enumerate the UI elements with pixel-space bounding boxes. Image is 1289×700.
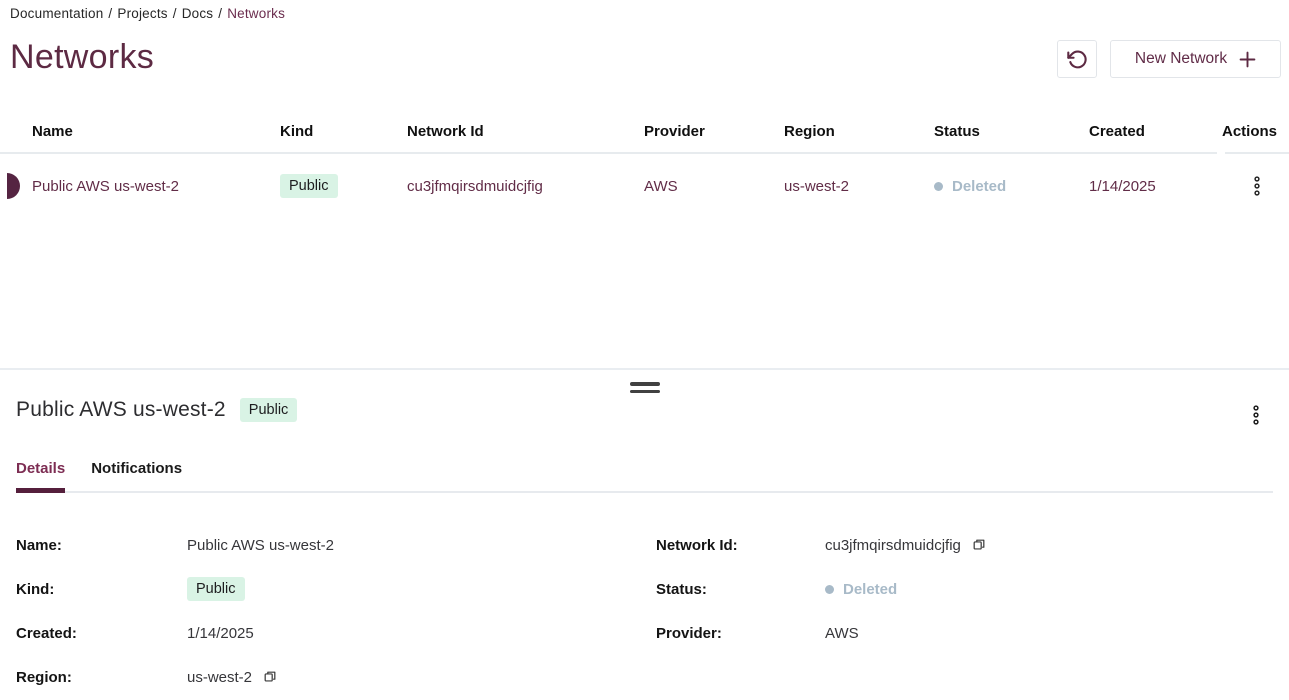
selected-row-indicator [7, 173, 20, 199]
networks-table: Name Kind Network Id Provider Region Sta… [0, 110, 1289, 220]
detail-value: 1/14/2025 [187, 625, 656, 642]
column-header-provider: Provider [644, 122, 705, 140]
detail-label: Network Id: [656, 536, 738, 554]
drawer-tabs: Details Notifications [16, 454, 1273, 493]
detail-label: Kind: [16, 580, 55, 598]
detail-label: Status: [656, 580, 707, 598]
breadcrumb-item-docs[interactable]: Docs [181, 6, 214, 21]
table-header-row: Name Kind Network Id Provider Region Sta… [0, 110, 1289, 152]
breadcrumb-separator: / [218, 6, 223, 21]
cell-region: us-west-2 [784, 177, 850, 195]
cell-actions [1222, 172, 1289, 200]
tab-details[interactable]: Details [16, 454, 66, 493]
column-header-status: Status [934, 122, 980, 140]
detail-row-provider: Provider: AWS [656, 611, 1289, 655]
kind-badge: Public [280, 174, 338, 198]
tab-notifications[interactable]: Notifications [91, 460, 183, 477]
cell-network-id: cu3jfmqirsdmuidcjfig [407, 177, 543, 195]
detail-value: AWS [825, 625, 1289, 642]
plus-icon [1239, 51, 1256, 68]
breadcrumb-item-networks[interactable]: Networks [227, 6, 286, 21]
column-header-network-id: Network Id [407, 122, 484, 140]
detail-value-text: AWS [825, 624, 859, 642]
detail-row-kind: Kind: Public [16, 567, 656, 611]
detail-label: Provider: [656, 624, 722, 642]
column-header-kind: Kind [280, 122, 314, 140]
cell-name[interactable]: Public AWS us-west-2 [32, 177, 179, 195]
new-network-button[interactable]: New Network [1110, 40, 1281, 78]
detail-value: cu3jfmqirsdmuidcjfig [825, 537, 1289, 554]
cell-created: 1/14/2025 [1089, 177, 1156, 195]
detail-label: Region: [16, 668, 72, 686]
copy-network-id-button[interactable] [971, 537, 987, 553]
detail-value: Deleted [825, 581, 1289, 598]
new-network-button-label: New Network [1134, 50, 1228, 67]
detail-value-text: cu3jfmqirsdmuidcjfig [825, 536, 961, 554]
detail-row-region: Region: us-west-2 [16, 655, 656, 699]
detail-row-network-id: Network Id: cu3jfmqirsdmuidcjfig [656, 523, 1289, 567]
drawer-actions-menu-button[interactable] [1247, 401, 1265, 429]
copy-region-button[interactable] [262, 669, 278, 685]
breadcrumb-separator: / [172, 6, 177, 21]
detail-value-text: 1/14/2025 [187, 624, 254, 642]
status-label: Deleted [952, 177, 1007, 195]
column-header-created: Created [1089, 122, 1145, 140]
drawer-drag-handle[interactable] [628, 380, 662, 395]
drawer-kind-badge: Public [239, 398, 298, 422]
column-header-actions: Actions [1222, 122, 1278, 140]
cell-provider: AWS [644, 177, 678, 195]
detail-value-text: Public AWS us-west-2 [187, 536, 334, 554]
breadcrumb: Documentation / Projects / Docs / Networks [10, 6, 285, 21]
status-label: Deleted [843, 580, 898, 598]
breadcrumb-item-projects[interactable]: Projects [117, 6, 168, 21]
column-header-region: Region [784, 122, 835, 140]
table-header-divider [0, 152, 1217, 154]
detail-value: us-west-2 [187, 669, 656, 686]
kind-badge: Public [187, 577, 245, 601]
detail-row-created: Created: 1/14/2025 [16, 611, 656, 655]
table-header-divider [1225, 152, 1289, 154]
cell-status: Deleted [934, 178, 1089, 195]
page-title: Networks [10, 38, 155, 76]
breadcrumb-separator: / [108, 6, 113, 21]
detail-row-status: Status: Deleted [656, 567, 1289, 611]
table-row[interactable]: Public AWS us-west-2 Public cu3jfmqirsdm… [0, 152, 1289, 220]
column-header-name: Name [32, 122, 73, 140]
status-dot-icon [934, 181, 943, 191]
detail-label: Created: [16, 624, 77, 642]
row-actions-menu-button[interactable] [1248, 172, 1266, 200]
refresh-button[interactable] [1057, 40, 1097, 78]
detail-value-text: us-west-2 [187, 668, 253, 686]
detail-value: Public AWS us-west-2 [187, 537, 656, 554]
network-details-drawer: Public AWS us-west-2 Public Details Noti… [0, 368, 1289, 700]
breadcrumb-item-documentation[interactable]: Documentation [10, 6, 104, 21]
details-panel: Name: Public AWS us-west-2 Kind: Public … [16, 523, 1289, 699]
rotate-ccw-icon [1066, 49, 1088, 70]
detail-value: Public [187, 577, 656, 601]
status-dot-icon [825, 584, 834, 594]
detail-row-name: Name: Public AWS us-west-2 [16, 523, 656, 567]
cell-kind: Public [280, 174, 407, 198]
drawer-title: Public AWS us-west-2 [16, 398, 226, 421]
detail-label: Name: [16, 536, 62, 554]
